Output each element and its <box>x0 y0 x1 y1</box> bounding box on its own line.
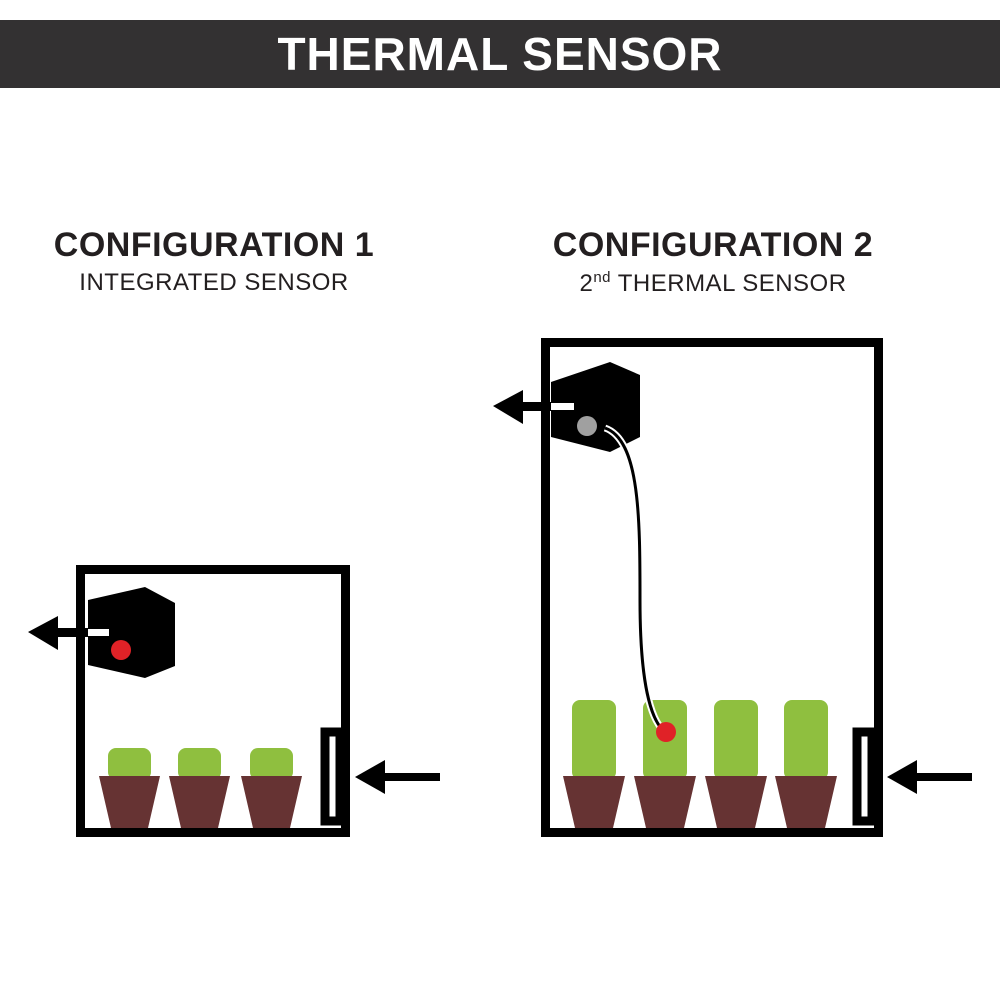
subtitle-prefix: 2 <box>579 270 594 297</box>
second-thermal-sensor <box>656 722 676 742</box>
integrated-sensor <box>111 640 131 660</box>
pot <box>241 776 302 828</box>
config-1-heading: CONFIGURATION 1 INTEGRATED SENSOR <box>4 226 424 297</box>
subtitle-sup: nd <box>593 269 611 286</box>
page-title: THERMAL SENSOR <box>277 28 723 80</box>
title-bar: THERMAL SENSOR <box>0 20 1000 88</box>
grow-tent-2 <box>493 338 972 837</box>
intake-arrow-icon <box>887 760 972 794</box>
config-2-heading: CONFIGURATION 2 2nd THERMAL SENSOR <box>503 226 923 298</box>
tent-frame <box>541 338 883 837</box>
pot <box>634 776 696 828</box>
config-2-subtitle: 2nd THERMAL SENSOR <box>503 269 923 298</box>
pot <box>775 776 837 828</box>
fan-outlet <box>551 403 574 410</box>
pot <box>99 776 160 828</box>
plant <box>178 748 221 780</box>
grow-tent-1 <box>28 565 440 837</box>
pot <box>563 776 625 828</box>
plants <box>99 748 302 828</box>
plant <box>572 700 616 780</box>
sensor-cable <box>604 426 667 734</box>
fan-controller <box>88 587 175 678</box>
plants <box>563 700 837 828</box>
extraction-arrow-icon <box>493 390 560 424</box>
plant <box>250 748 293 780</box>
subtitle-rest: THERMAL SENSOR <box>611 270 847 297</box>
fan-controller <box>551 362 640 452</box>
pot <box>705 776 767 828</box>
intake-vent <box>852 727 877 826</box>
plant <box>714 700 758 780</box>
pot <box>169 776 230 828</box>
config-1-title: CONFIGURATION 1 <box>53 226 375 264</box>
sensor-cable-outline <box>603 424 668 735</box>
intake-vent <box>320 727 345 826</box>
fan-outlet <box>88 629 109 636</box>
tent-frame <box>76 565 350 837</box>
intake-arrow-icon <box>355 760 440 794</box>
config-1-subtitle: INTEGRATED SENSOR <box>79 269 349 296</box>
plant <box>108 748 151 780</box>
fan-sensor <box>577 416 597 436</box>
extraction-arrow-icon <box>28 616 95 650</box>
plant <box>784 700 828 780</box>
config-2-title: CONFIGURATION 2 <box>552 226 874 264</box>
